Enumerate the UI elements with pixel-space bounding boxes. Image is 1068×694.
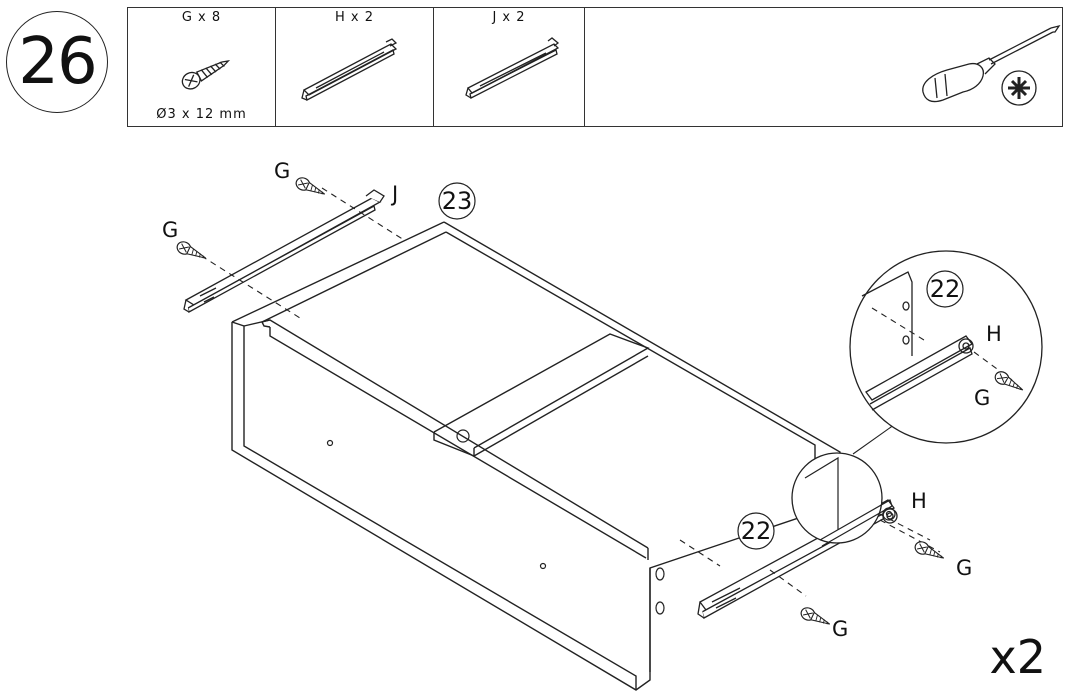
- screw-icon: [181, 60, 231, 90]
- drawer-box: [231, 221, 841, 691]
- phillips-screwdriver-icon: [922, 24, 1061, 106]
- callout-g-left: G: [162, 218, 179, 242]
- callout-g-detail: G: [974, 386, 991, 410]
- part-j-label: J x 2: [492, 10, 526, 25]
- callout-g-top: G: [274, 159, 291, 183]
- callout-j: J: [392, 182, 399, 206]
- callout-g-right: G: [956, 556, 973, 580]
- drawer-slide-j-icon: [465, 37, 560, 99]
- step-number: 26: [18, 25, 97, 99]
- callout-h-detail: H: [986, 322, 1002, 346]
- slide-j: [183, 189, 385, 313]
- multiplier: x2: [989, 630, 1047, 684]
- tool-cell: [585, 8, 1062, 126]
- parts-table: G x 8 Ø3 x 12 mm H x 2 J x 2: [127, 7, 1063, 127]
- callout-g-bottom: G: [832, 617, 849, 641]
- drawer-slide-h-icon: [301, 38, 398, 101]
- part-g-dimension: Ø3 x 12 mm: [156, 107, 247, 122]
- part-g-label: G x 8: [181, 10, 222, 25]
- part-g-cell: G x 8 Ø3 x 12 mm: [128, 8, 276, 126]
- panel-ref-23: 23: [441, 187, 473, 215]
- part-h-cell: H x 2: [276, 8, 434, 126]
- part-j-cell: J x 2: [434, 8, 585, 126]
- panel-ref-22: 22: [740, 517, 772, 545]
- part-h-label: H x 2: [334, 10, 374, 25]
- panel-ref-22-detail: 22: [929, 275, 961, 303]
- detail-circle-small: [791, 452, 883, 544]
- step-number-badge: 26: [6, 11, 108, 113]
- callout-h: H: [911, 489, 927, 513]
